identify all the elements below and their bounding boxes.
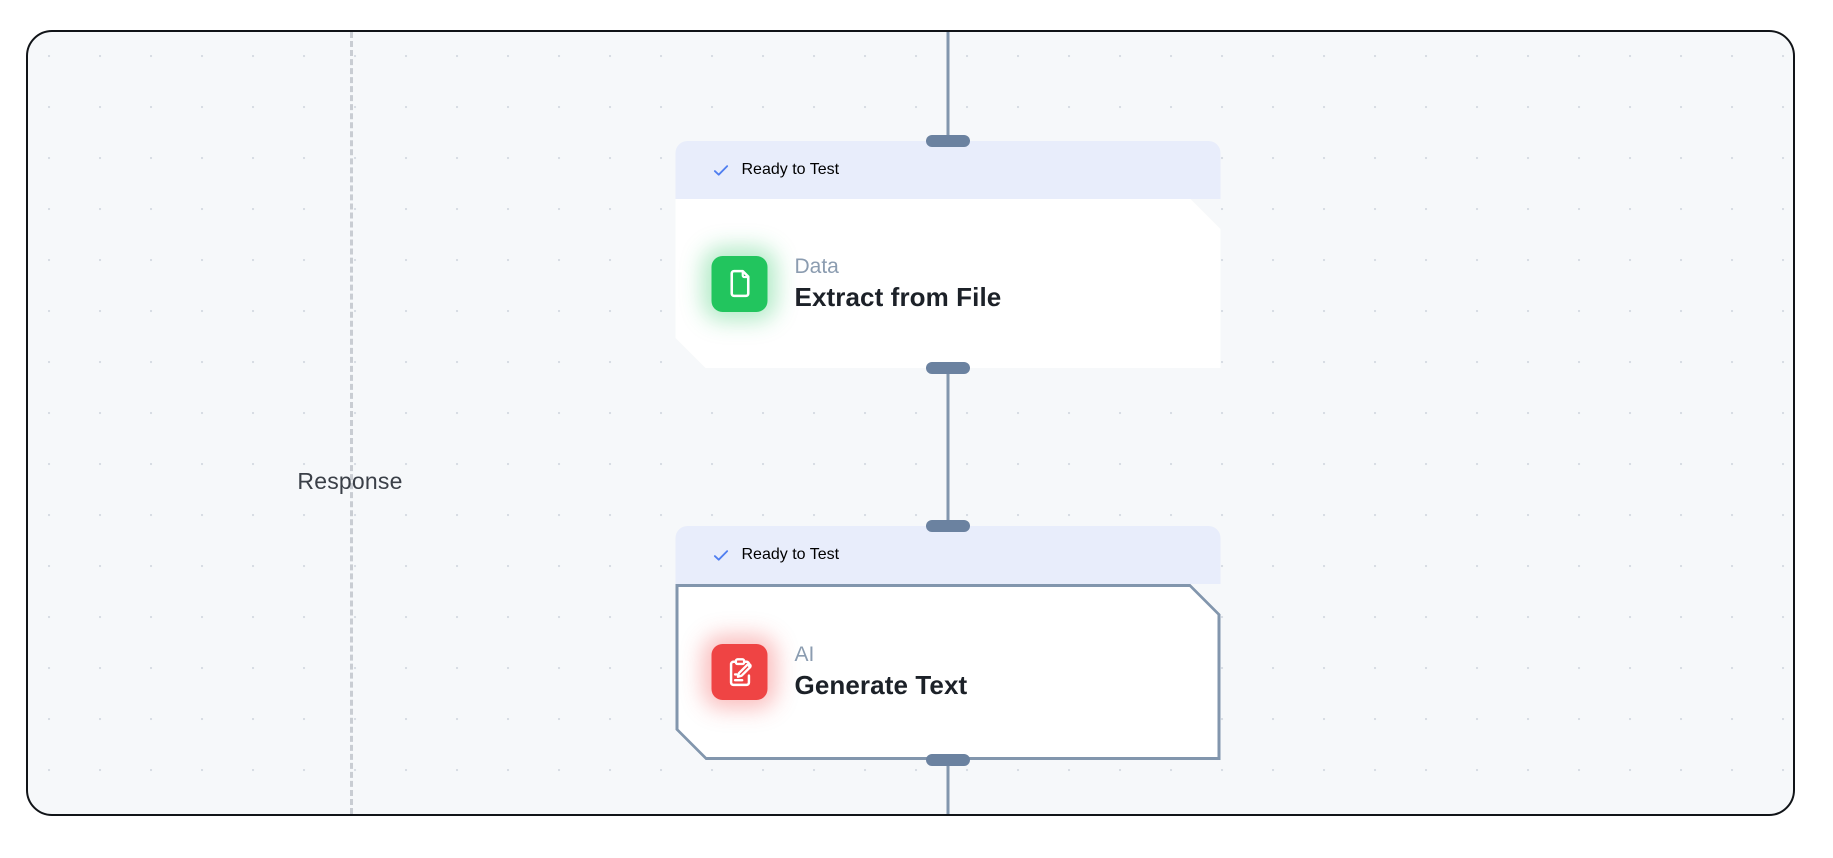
node-body[interactable]: AI Generate Text [676, 584, 1221, 760]
check-icon [712, 546, 731, 565]
node-text-block: AI Generate Text [795, 644, 968, 699]
node-status-header: Ready to Test [675, 141, 1221, 199]
handle-generate-text-source[interactable] [926, 754, 970, 766]
handle-generate-text-target[interactable] [926, 520, 970, 532]
node-title: Generate Text [794, 670, 968, 701]
node-text-block: Data Extract from File [795, 256, 1002, 311]
lane-divider-response [350, 32, 353, 814]
check-icon [712, 161, 731, 180]
node-category: AI [794, 643, 815, 667]
node-generate-text[interactable]: Ready to Test AI Generate Text [675, 526, 1221, 760]
node-body[interactable]: Data Extract from File [676, 199, 1221, 368]
file-document-icon [712, 256, 768, 312]
workflow-canvas[interactable]: Response Ready to Test [26, 30, 1795, 816]
edge-extract-to-generate [946, 368, 950, 524]
node-status-header: Ready to Test [675, 526, 1221, 584]
lane-label-response: Response [297, 468, 403, 494]
node-category: Data [794, 254, 839, 278]
node-status-label: Ready to Test [741, 546, 840, 563]
node-title: Extract from File [794, 281, 1002, 312]
edge-out-of-generate-text [946, 760, 950, 814]
node-extract-from-file[interactable]: Ready to Test Data Extract from File [675, 141, 1221, 368]
handle-extract-from-file-target[interactable] [926, 135, 970, 147]
edge-into-extract-from-file [946, 32, 950, 143]
handle-extract-from-file-source[interactable] [926, 362, 970, 374]
node-status-label: Ready to Test [741, 161, 840, 178]
clipboard-pencil-icon [712, 644, 768, 700]
